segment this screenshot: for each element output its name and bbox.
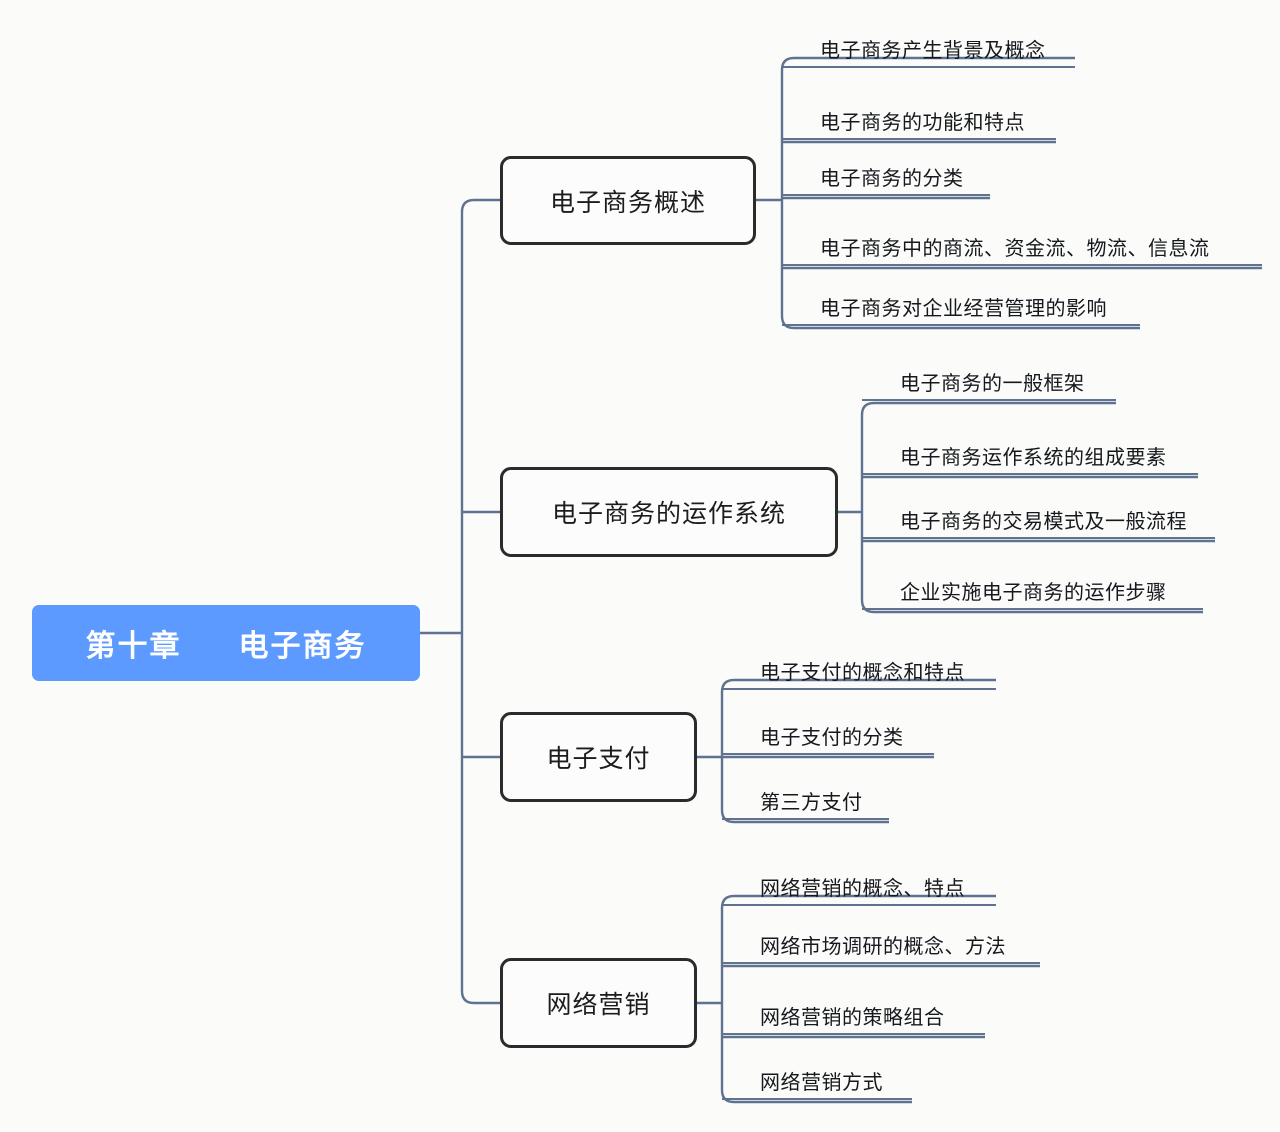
leaf-label: 电子支付的分类 [760,727,904,749]
leaf-label: 电子商务中的商流、资金流、物流、信息流 [820,238,1210,260]
leaf-node-4-2[interactable]: 网络市场调研的概念、方法 [722,930,1040,964]
leaf-label: 电子商务的功能和特点 [820,112,1025,134]
leaf-node-1-2[interactable]: 电子商务的功能和特点 [782,106,1056,140]
leaf-node-1-1[interactable]: 电子商务产生背景及概念 [782,34,1075,68]
leaf-label: 电子商务的分类 [820,168,964,190]
leaf-node-1-3[interactable]: 电子商务的分类 [782,162,990,196]
leaf-label: 电子商务对企业经营管理的影响 [820,298,1107,320]
leaf-node-3-3[interactable]: 第三方支付 [722,786,889,820]
branch-node-2[interactable]: 电子商务的运作系统 [500,467,838,557]
leaf-label: 网络营销的策略组合 [760,1007,945,1029]
leaf-node-2-3[interactable]: 电子商务的交易模式及一般流程 [862,505,1215,539]
leaf-node-4-3[interactable]: 网络营销的策略组合 [722,1001,985,1035]
leaf-node-1-4[interactable]: 电子商务中的商流、资金流、物流、信息流 [782,232,1262,266]
root-node[interactable]: 第十章 电子商务 [32,605,420,681]
branch-node-3[interactable]: 电子支付 [500,712,697,802]
leaf-node-3-1[interactable]: 电子支付的概念和特点 [722,656,996,690]
leaf-label: 网络营销的概念、特点 [760,878,965,900]
leaf-label: 电子商务运作系统的组成要素 [900,447,1167,469]
branch-node-1[interactable]: 电子商务概述 [500,156,756,245]
leaf-label: 电子商务的一般框架 [900,373,1085,395]
leaf-node-1-5[interactable]: 电子商务对企业经营管理的影响 [782,292,1140,326]
leaf-node-2-4[interactable]: 企业实施电子商务的运作步骤 [862,576,1203,610]
leaf-label: 网络营销方式 [760,1072,883,1094]
leaf-node-4-1[interactable]: 网络营销的概念、特点 [722,872,996,906]
leaf-label: 网络市场调研的概念、方法 [760,936,1006,958]
leaf-node-2-1[interactable]: 电子商务的一般框架 [862,367,1116,401]
connector-main-spine [460,198,500,1005]
leaf-label: 电子支付的概念和特点 [760,662,965,684]
branch-node-4[interactable]: 网络营销 [500,958,697,1048]
leaf-node-3-2[interactable]: 电子支付的分类 [722,721,934,755]
leaf-node-2-2[interactable]: 电子商务运作系统的组成要素 [862,441,1198,475]
leaf-label: 电子商务产生背景及概念 [820,40,1046,62]
leaf-label: 企业实施电子商务的运作步骤 [900,582,1167,604]
leaf-node-4-4[interactable]: 网络营销方式 [722,1066,912,1100]
leaf-label: 电子商务的交易模式及一般流程 [900,511,1187,533]
leaf-label: 第三方支付 [760,792,863,814]
